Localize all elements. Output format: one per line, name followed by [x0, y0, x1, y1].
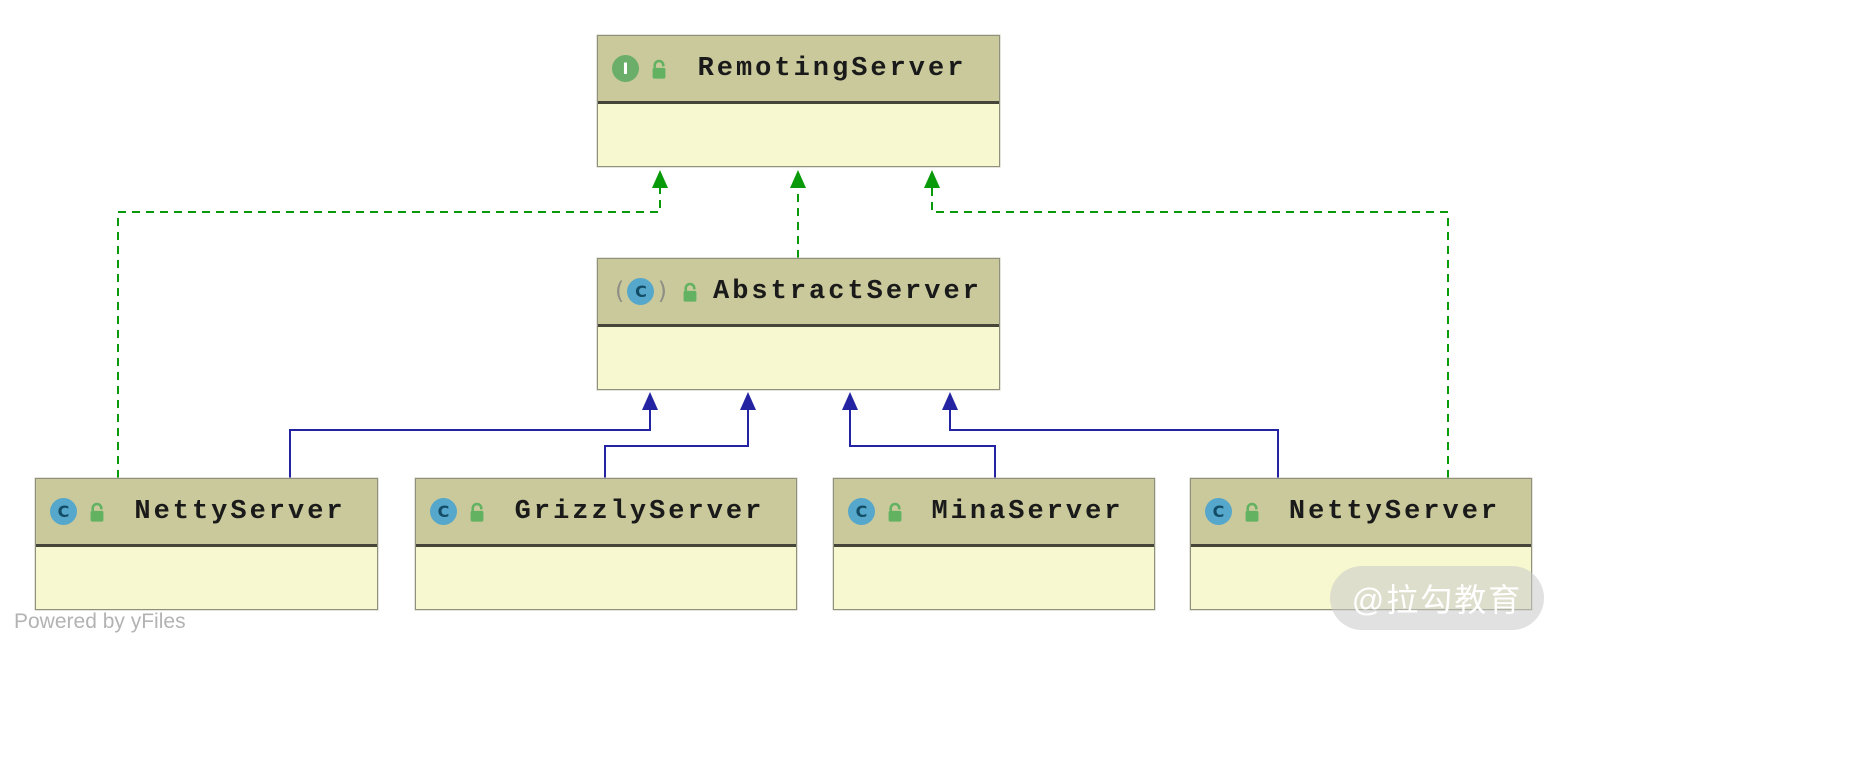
class-icon: C: [430, 498, 457, 525]
abstract-paren-close: ): [655, 277, 670, 305]
powered-by-yfiles-label: Powered by yFiles: [14, 610, 186, 633]
node-label: MinaServer: [931, 496, 1124, 527]
arrowhead-implements-netty-server-left: [652, 170, 668, 188]
node-header: C GrizzlyServer: [416, 479, 796, 547]
abstract-class-icon: ( C ): [612, 278, 670, 305]
arrowhead-implements-abstract-server: [790, 170, 806, 188]
node-grizzly-server[interactable]: C GrizzlyServer: [415, 478, 797, 610]
unlock-icon: [1242, 502, 1262, 524]
watermark-text: @拉勾教育: [1351, 582, 1523, 618]
node-label: GrizzlyServer: [514, 496, 765, 527]
unlock-icon: [680, 282, 700, 304]
edge-implements-netty-server-left: [117, 188, 661, 478]
arrowhead-extends-netty-server-right: [942, 392, 958, 410]
node-header: C NettyServer: [1191, 479, 1531, 547]
node-label: NettyServer: [134, 496, 346, 527]
unlock-icon: [467, 502, 487, 524]
unlock-icon: [885, 502, 905, 524]
class-icon: C: [1205, 498, 1232, 525]
node-header: C MinaServer: [834, 479, 1154, 547]
arrowhead-extends-grizzly-server: [740, 392, 756, 410]
node-remoting-server[interactable]: I RemotingServer: [597, 35, 1000, 167]
node-label: NettyServer: [1288, 496, 1501, 527]
interface-icon: I: [612, 55, 639, 82]
arrowhead-implements-netty-server-right: [924, 170, 940, 188]
node-abstract-server[interactable]: ( C ) AbstractServer: [597, 258, 1000, 390]
node-body: [834, 547, 1154, 609]
node-label: RemotingServer: [697, 53, 967, 84]
class-icon: C: [50, 498, 77, 525]
watermark-badge: @拉勾教育: [1330, 566, 1544, 630]
node-body: [36, 547, 377, 609]
edge-extends-mina-server: [849, 410, 996, 478]
edge-implements-netty-server-right: [931, 188, 1449, 478]
node-netty-server-right[interactable]: C NettyServer: [1190, 478, 1532, 610]
node-mina-server[interactable]: C MinaServer: [833, 478, 1155, 610]
node-body: [598, 327, 999, 389]
edge-extends-netty-server-right: [949, 410, 1279, 478]
class-icon: C: [627, 278, 655, 305]
unlock-icon: [649, 59, 669, 81]
arrowhead-extends-mina-server: [842, 392, 858, 410]
abstract-paren-open: (: [612, 277, 627, 305]
node-header: C NettyServer: [36, 479, 377, 547]
node-label: AbstractServer: [713, 276, 982, 307]
node-body: [416, 547, 796, 609]
node-header: ( C ) AbstractServer: [598, 259, 999, 327]
class-icon: C: [848, 498, 875, 525]
edge-extends-netty-server-left: [289, 410, 651, 478]
node-body: [598, 104, 999, 166]
node-header: I RemotingServer: [598, 36, 999, 104]
edge-extends-grizzly-server: [604, 410, 749, 478]
node-netty-server-left[interactable]: C NettyServer: [35, 478, 378, 610]
arrowhead-extends-netty-server-left: [642, 392, 658, 410]
unlock-icon: [87, 502, 107, 524]
